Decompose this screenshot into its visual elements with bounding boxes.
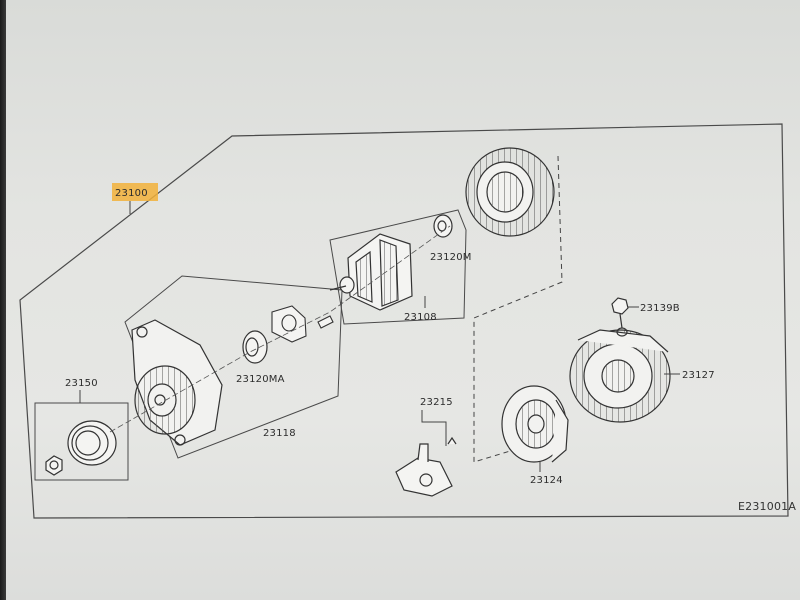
- assembly-label[interactable]: 23100: [115, 188, 148, 199]
- bearing-front-drawing: [242, 330, 268, 364]
- rotor-box: [329, 209, 467, 325]
- nut-drawing: [611, 297, 629, 337]
- bearing-front-label[interactable]: 23120MA: [236, 374, 285, 385]
- retainer-plate-drawing: [271, 305, 334, 343]
- bearing-rear-label[interactable]: 23120M: [430, 252, 472, 263]
- pulley-box: [34, 402, 129, 481]
- pulley-drawing: [45, 420, 117, 476]
- rotor-label[interactable]: 23108: [404, 312, 437, 323]
- reference-code: E231001A: [738, 500, 796, 513]
- nut-label[interactable]: 23139B: [640, 303, 680, 314]
- rear-cover-label[interactable]: 23127: [682, 370, 715, 381]
- stator-drawing: [465, 147, 555, 237]
- rear-cover-drawing: [569, 329, 671, 423]
- housing-front-drawing: [131, 319, 223, 446]
- assembly-label-highlight: [112, 183, 158, 201]
- rectifier-label[interactable]: 23124: [530, 475, 563, 486]
- rotor-drawing: [329, 233, 413, 311]
- bearing-rear-drawing: [433, 214, 453, 238]
- rectifier-drawing: [501, 385, 569, 463]
- terminal-drawing: [395, 436, 457, 497]
- terminal-label[interactable]: 23215: [420, 397, 453, 408]
- housing-front-label[interactable]: 23118: [263, 428, 296, 439]
- assembly-frame: [19, 123, 789, 519]
- monitor-bezel: [0, 0, 6, 600]
- pulley-label[interactable]: 23150: [65, 378, 98, 389]
- dashed-subassembly: [473, 155, 563, 463]
- axis-line: [109, 225, 451, 433]
- terminal-leader: [421, 410, 447, 446]
